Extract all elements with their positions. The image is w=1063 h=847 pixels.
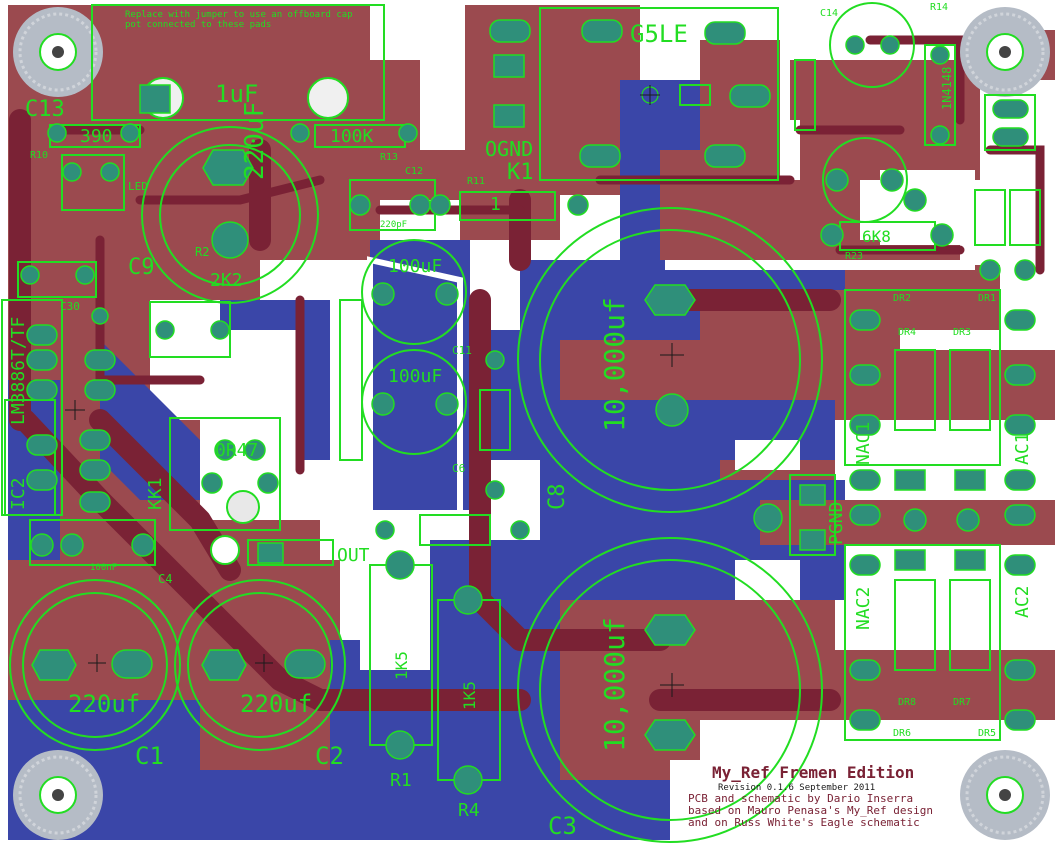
board-credit-line3: and on Russ White's Eagle schematic bbox=[688, 816, 920, 829]
pad-group-misc bbox=[20, 35, 1036, 795]
label-nac2: NAC2 bbox=[853, 586, 874, 630]
pad-group-bigcaps bbox=[644, 284, 696, 751]
label-k1: K1 bbox=[507, 160, 534, 185]
label-ognd: OGND bbox=[485, 137, 534, 161]
label-c14: C14 bbox=[820, 8, 839, 19]
label-ac1: AC1 bbox=[1012, 432, 1033, 465]
cap-c2-outline bbox=[174, 579, 346, 751]
board-credit-line2: based on Mauro Penasa's My_Ref design bbox=[688, 804, 934, 817]
label-dr4: DR4 bbox=[898, 327, 917, 338]
label-ic: LM3886T/TF bbox=[8, 316, 29, 425]
label-out: OUT bbox=[337, 545, 370, 566]
label-100uf-b: 100uF bbox=[388, 366, 443, 387]
label-c12: C12 bbox=[405, 166, 424, 177]
label-c3-value: 10,000uf bbox=[598, 617, 631, 752]
label-ic-small: 1N4148 bbox=[940, 66, 954, 110]
label-dr3: DR3 bbox=[953, 327, 972, 338]
board-credit-line1: PCB and schematic by Dario Inserra bbox=[688, 792, 914, 805]
label-dr7: DR7 bbox=[953, 697, 972, 708]
jumper-note-line1: Replace with jumper to use an offboard c… bbox=[125, 10, 353, 20]
cap-c14-outline bbox=[829, 2, 915, 88]
label-c6: C6 bbox=[452, 462, 466, 475]
pad-group-relay bbox=[489, 19, 771, 168]
label-pgnd: PGND bbox=[826, 501, 847, 545]
pad-group-220uf bbox=[31, 149, 326, 681]
label-c1: C1 bbox=[135, 742, 164, 770]
mounting-hole-tr bbox=[960, 7, 1050, 97]
label-c1-value: 220uf bbox=[68, 690, 141, 718]
label-dr2: DR2 bbox=[893, 293, 912, 304]
label-r14: R14 bbox=[930, 2, 949, 13]
label-r13-value: 100K bbox=[330, 126, 374, 147]
label-c9: C9 bbox=[128, 255, 155, 280]
label-kk1: KK1 bbox=[145, 477, 166, 510]
pad-group-bridges bbox=[849, 309, 1036, 731]
label-ac2: AC2 bbox=[1012, 585, 1033, 618]
label-c9-value: 220uF bbox=[240, 101, 270, 180]
jumper-note-line2: pot connected to these pads bbox=[125, 20, 272, 30]
cap-c8-outline bbox=[517, 207, 823, 513]
bridge-2-outline bbox=[844, 544, 1001, 741]
label-r13: R13 bbox=[380, 152, 399, 163]
label-dr8: DR8 bbox=[898, 697, 917, 708]
label-c8-value: 10,000uf bbox=[598, 297, 631, 432]
label-c4-value: 100nF bbox=[90, 563, 118, 573]
label-r10: R10 bbox=[30, 150, 49, 161]
label-dr6: DR6 bbox=[893, 728, 912, 739]
cap-100uf-a-outline bbox=[361, 239, 467, 345]
label-dr5: DR5 bbox=[978, 728, 997, 739]
title-block: My_Ref Fremen Edition Revision 0.1.6 Sep… bbox=[688, 763, 978, 829]
label-c2: C2 bbox=[315, 742, 344, 770]
label-c2-value: 220uf bbox=[240, 690, 313, 718]
label-c3: C3 bbox=[548, 812, 577, 840]
jumper-outline bbox=[91, 4, 385, 121]
cap-c1-outline bbox=[9, 579, 181, 751]
mounting-hole-tl bbox=[13, 7, 103, 97]
label-r23: R23 bbox=[845, 251, 864, 262]
relay-outline bbox=[539, 7, 779, 181]
label-r4: R4 bbox=[458, 800, 480, 821]
label-c8: C8 bbox=[545, 483, 570, 511]
mounting-hole-br bbox=[960, 750, 1050, 840]
label-r1-value: 1K5 bbox=[392, 651, 411, 680]
label-r1: R1 bbox=[390, 770, 412, 791]
label-c11: C11 bbox=[452, 344, 472, 357]
board-title: My_Ref Fremen Edition bbox=[712, 763, 915, 782]
label-1uf: 1uF bbox=[215, 80, 259, 108]
board-revision: Revision 0.1.6 September 2011 bbox=[718, 783, 876, 793]
label-c13: C13 bbox=[25, 97, 65, 122]
label-r23-value: 6K8 bbox=[862, 227, 891, 246]
cap-c3-outline bbox=[517, 537, 823, 843]
label-r2: R2 bbox=[195, 245, 210, 259]
label-led: LED bbox=[128, 180, 148, 193]
label-r11: R11 bbox=[467, 176, 486, 187]
mounting-holes bbox=[13, 7, 1050, 840]
label-ic2: IC2 bbox=[8, 477, 29, 510]
label-c4: C4 bbox=[158, 572, 173, 586]
label-nac1: NAC1 bbox=[853, 421, 874, 465]
pot-pad-right bbox=[307, 77, 349, 119]
polarity-marks bbox=[65, 85, 684, 697]
label-r10-value: 390 bbox=[80, 126, 113, 147]
label-r2-value: 2K2 bbox=[210, 270, 243, 291]
label-100uf-a: 100uF bbox=[388, 256, 443, 277]
label-dr1: DR1 bbox=[978, 293, 997, 304]
label-c12-value: 220pF bbox=[380, 220, 408, 230]
mounting-hole-bl bbox=[13, 750, 103, 840]
silkscreen bbox=[1, 2, 1041, 843]
pads bbox=[20, 19, 1036, 795]
label-r47: 0R47 bbox=[215, 440, 259, 461]
label-r4-value: 1K5 bbox=[460, 681, 479, 710]
label-g5le: G5LE bbox=[630, 20, 688, 48]
label-c30: C30 bbox=[60, 300, 80, 313]
label-r11-value: 1 bbox=[490, 194, 501, 215]
bridge-1-outline bbox=[844, 289, 1001, 466]
